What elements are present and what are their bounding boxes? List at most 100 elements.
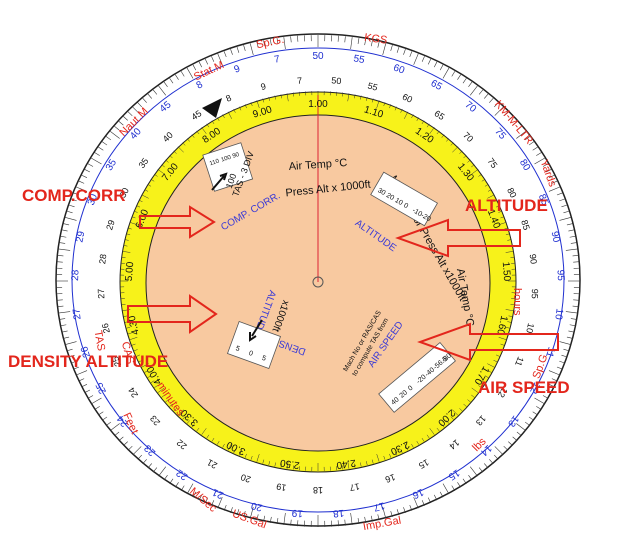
outer-inner-number: 95	[530, 288, 540, 298]
altitude-window-number: 30	[376, 187, 386, 197]
tick-mark	[416, 117, 420, 122]
tick-mark	[383, 102, 386, 107]
altitude-window-number: 10	[394, 197, 404, 207]
arrow-comp-corr	[139, 205, 216, 239]
tick-mark	[478, 385, 482, 389]
tick-mark	[94, 152, 100, 156]
tick-mark	[223, 51, 227, 58]
tick-mark	[211, 500, 215, 506]
outer-scale-number: 21	[210, 486, 225, 501]
tick-mark	[561, 204, 568, 208]
center-pivot[interactable]	[312, 276, 324, 288]
tick-mark	[559, 217, 572, 221]
tick-mark	[64, 217, 77, 221]
tick-mark	[70, 198, 77, 202]
tick-mark	[469, 85, 478, 96]
tick-mark	[131, 216, 136, 219]
tick-mark	[510, 304, 515, 306]
tick-mark	[545, 389, 552, 393]
tick-mark	[542, 163, 549, 167]
tick-mark	[109, 131, 120, 139]
tick-mark	[524, 421, 531, 426]
tick-mark	[223, 504, 227, 511]
outer-inner-number: 16	[384, 472, 397, 485]
tick-mark	[433, 61, 438, 68]
density-pointer-icon	[249, 319, 263, 342]
tick-mark	[98, 146, 104, 151]
tick-mark	[230, 507, 233, 513]
outer-scale-number: 17	[372, 499, 386, 513]
tick-mark	[63, 336, 70, 339]
tick-mark	[421, 120, 425, 125]
tick-mark	[382, 43, 387, 56]
tick-mark	[127, 332, 132, 335]
tick-mark	[364, 39, 367, 46]
tick-mark	[206, 434, 210, 439]
tick-mark	[256, 100, 260, 108]
tick-mark	[60, 235, 67, 238]
tick-mark	[124, 239, 129, 241]
outer-inner-number: 35	[137, 156, 151, 170]
outer-inner-number: 90	[528, 253, 539, 264]
tick-mark	[377, 514, 380, 521]
tick-mark	[451, 71, 456, 77]
airspeed-window-number: 20	[399, 389, 410, 399]
tick-mark	[360, 462, 362, 467]
tick-mark	[274, 95, 276, 100]
tick-mark	[57, 305, 64, 308]
tick-mark	[126, 233, 131, 235]
tick-mark	[249, 506, 254, 519]
tick-mark	[459, 150, 463, 154]
tick-mark	[154, 385, 158, 389]
outer-inner-number: 45	[190, 108, 204, 122]
outer-inner-number: 14	[447, 437, 461, 451]
outer-scale-number: 60	[392, 63, 407, 77]
tick-mark	[263, 515, 266, 522]
outer-scale-number: 16	[410, 486, 425, 501]
tick-mark	[467, 159, 471, 163]
tick-mark	[364, 516, 367, 523]
tick-mark	[230, 49, 233, 55]
tick-mark	[182, 416, 186, 420]
tick-mark	[433, 494, 438, 501]
tick-mark	[169, 155, 173, 159]
tick-mark	[532, 411, 538, 416]
tick-mark	[173, 150, 177, 154]
tick-mark	[198, 494, 203, 501]
tick-mark	[450, 142, 454, 146]
yellow-ring-number: 4.30	[127, 314, 142, 336]
tick-mark	[196, 130, 200, 135]
tick-mark	[269, 39, 272, 46]
label-air-temp-top: Air Temp °C	[288, 157, 347, 173]
tick-mark	[413, 497, 419, 509]
tick-mark	[421, 56, 425, 62]
tick-mark	[487, 194, 495, 199]
tick-mark	[404, 443, 409, 451]
yellow-tick-marks	[120, 91, 516, 471]
tick-mark	[249, 43, 254, 56]
tick-mark	[173, 408, 177, 412]
tick-mark	[534, 157, 546, 165]
tick-mark	[196, 427, 200, 432]
tick-mark	[413, 53, 419, 65]
tick-mark	[561, 354, 568, 358]
tick-mark	[276, 37, 279, 45]
density-window[interactable]: 5 0 5	[226, 320, 282, 370]
svg-text:5: 5	[235, 345, 241, 353]
tick-mark	[73, 366, 80, 370]
tick-mark	[127, 227, 132, 230]
altitude-window-number: 0	[402, 202, 409, 210]
tick-mark	[376, 100, 380, 108]
tick-mark	[342, 92, 344, 97]
tick-mark	[90, 397, 102, 405]
tick-mark	[471, 169, 479, 175]
tick-mark	[481, 380, 486, 384]
tas-window[interactable]: 110 100 90	[202, 142, 254, 192]
tick-mark	[186, 420, 190, 424]
tick-mark	[163, 474, 168, 481]
tick-mark	[256, 454, 260, 462]
outer-inner-number: 55	[367, 81, 379, 93]
tick-mark	[400, 449, 403, 454]
